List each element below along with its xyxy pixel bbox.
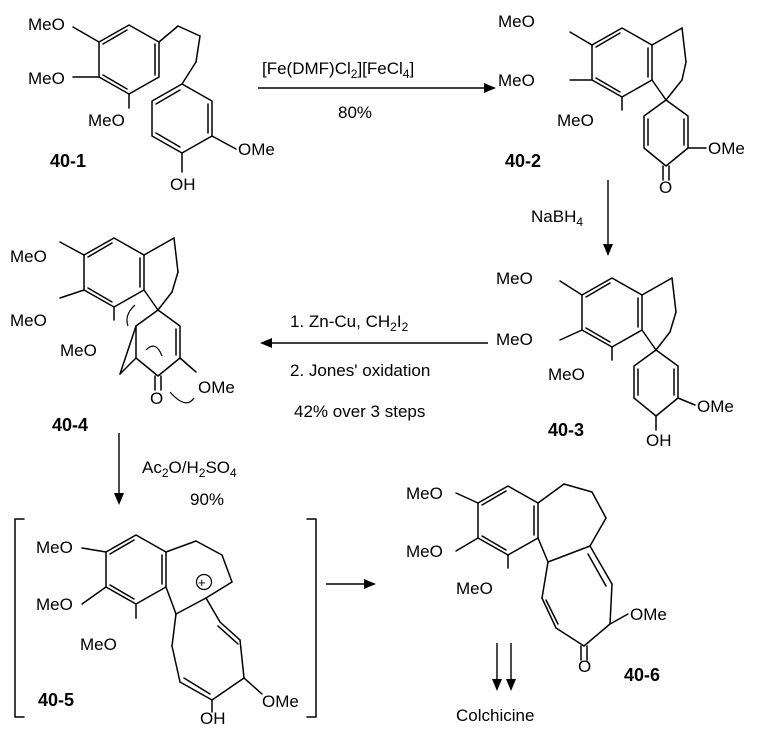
reaction-arrow-step4 bbox=[114, 433, 124, 505]
methoxy-label: MeO bbox=[496, 269, 533, 288]
reaction-arrow-multistep bbox=[492, 643, 516, 691]
methoxy-label: MeO bbox=[28, 69, 65, 88]
methoxy-label: MeO bbox=[406, 542, 443, 561]
methoxy-label: MeO bbox=[10, 247, 47, 266]
methoxy-label: MeO bbox=[557, 111, 594, 130]
structure-40-4 bbox=[59, 237, 197, 404]
reagent-step4: Ac2O/H2SO4 bbox=[142, 458, 237, 480]
methoxy-label: MeO bbox=[10, 311, 47, 330]
carbonyl-oxygen-label: O bbox=[150, 389, 163, 408]
methoxy-label: MeO bbox=[28, 15, 65, 34]
compound-label-40-4: 40-4 bbox=[52, 415, 88, 435]
yield-step1: 80% bbox=[338, 103, 372, 122]
methoxy-label: MeO bbox=[548, 365, 585, 384]
methoxy-label: MeO bbox=[88, 111, 125, 130]
compound-label-40-6: 40-6 bbox=[624, 665, 660, 685]
methoxy-label: MeO bbox=[36, 538, 73, 557]
reaction-arrow-step2 bbox=[603, 180, 613, 256]
methoxy-label: MeO bbox=[456, 579, 493, 598]
methoxy-label: OMe bbox=[198, 378, 235, 397]
methoxy-label: MeO bbox=[36, 595, 73, 614]
methoxy-label: OMe bbox=[697, 397, 734, 416]
yield-step3: 42% over 3 steps bbox=[294, 402, 425, 421]
structure-40-2 bbox=[569, 27, 707, 181]
methoxy-label: OMe bbox=[262, 692, 299, 711]
intermediate-brackets bbox=[14, 518, 317, 718]
structure-40-5 bbox=[81, 534, 263, 713]
reaction-arrow-step1 bbox=[258, 83, 496, 93]
structure-40-1 bbox=[72, 24, 237, 173]
methoxy-label: MeO bbox=[496, 330, 533, 349]
carbonyl-oxygen-label: O bbox=[578, 657, 591, 676]
methoxy-label: OMe bbox=[708, 139, 745, 158]
compound-label-40-1: 40-1 bbox=[50, 151, 86, 171]
reagent-step3-line2: 2. Jones' oxidation bbox=[290, 361, 430, 380]
methoxy-label: MeO bbox=[406, 484, 443, 503]
structure-40-6 bbox=[455, 483, 629, 661]
reagent-step1: [Fe(DMF)Cl2][FeCl4] bbox=[262, 59, 414, 81]
reaction-arrow-step5 bbox=[326, 579, 376, 589]
reaction-arrow-step3 bbox=[260, 338, 488, 348]
methoxy-label: MeO bbox=[498, 12, 535, 31]
methoxy-label: MeO bbox=[498, 71, 535, 90]
methoxy-label: OMe bbox=[238, 140, 275, 159]
compound-label-40-5: 40-5 bbox=[38, 690, 74, 710]
structure-40-3 bbox=[559, 277, 696, 431]
compound-label-40-3: 40-3 bbox=[548, 420, 584, 440]
yield-step4: 90% bbox=[190, 490, 224, 509]
methoxy-label: OMe bbox=[630, 605, 667, 624]
methoxy-label: MeO bbox=[80, 635, 117, 654]
compound-label-40-2: 40-2 bbox=[505, 151, 541, 171]
reagent-step2: NaBH4 bbox=[531, 207, 583, 229]
carbocation-charge: + bbox=[198, 575, 206, 590]
product-name-colchicine: Colchicine bbox=[456, 706, 534, 725]
hydroxy-label: OH bbox=[170, 175, 196, 194]
hydroxy-label: OH bbox=[200, 709, 226, 728]
hydroxy-label: OH bbox=[646, 431, 672, 450]
methoxy-label: MeO bbox=[60, 341, 97, 360]
carbonyl-oxygen-label: O bbox=[659, 178, 672, 197]
reagent-step3-line1: 1. Zn-Cu, CH2I2 bbox=[290, 312, 409, 334]
